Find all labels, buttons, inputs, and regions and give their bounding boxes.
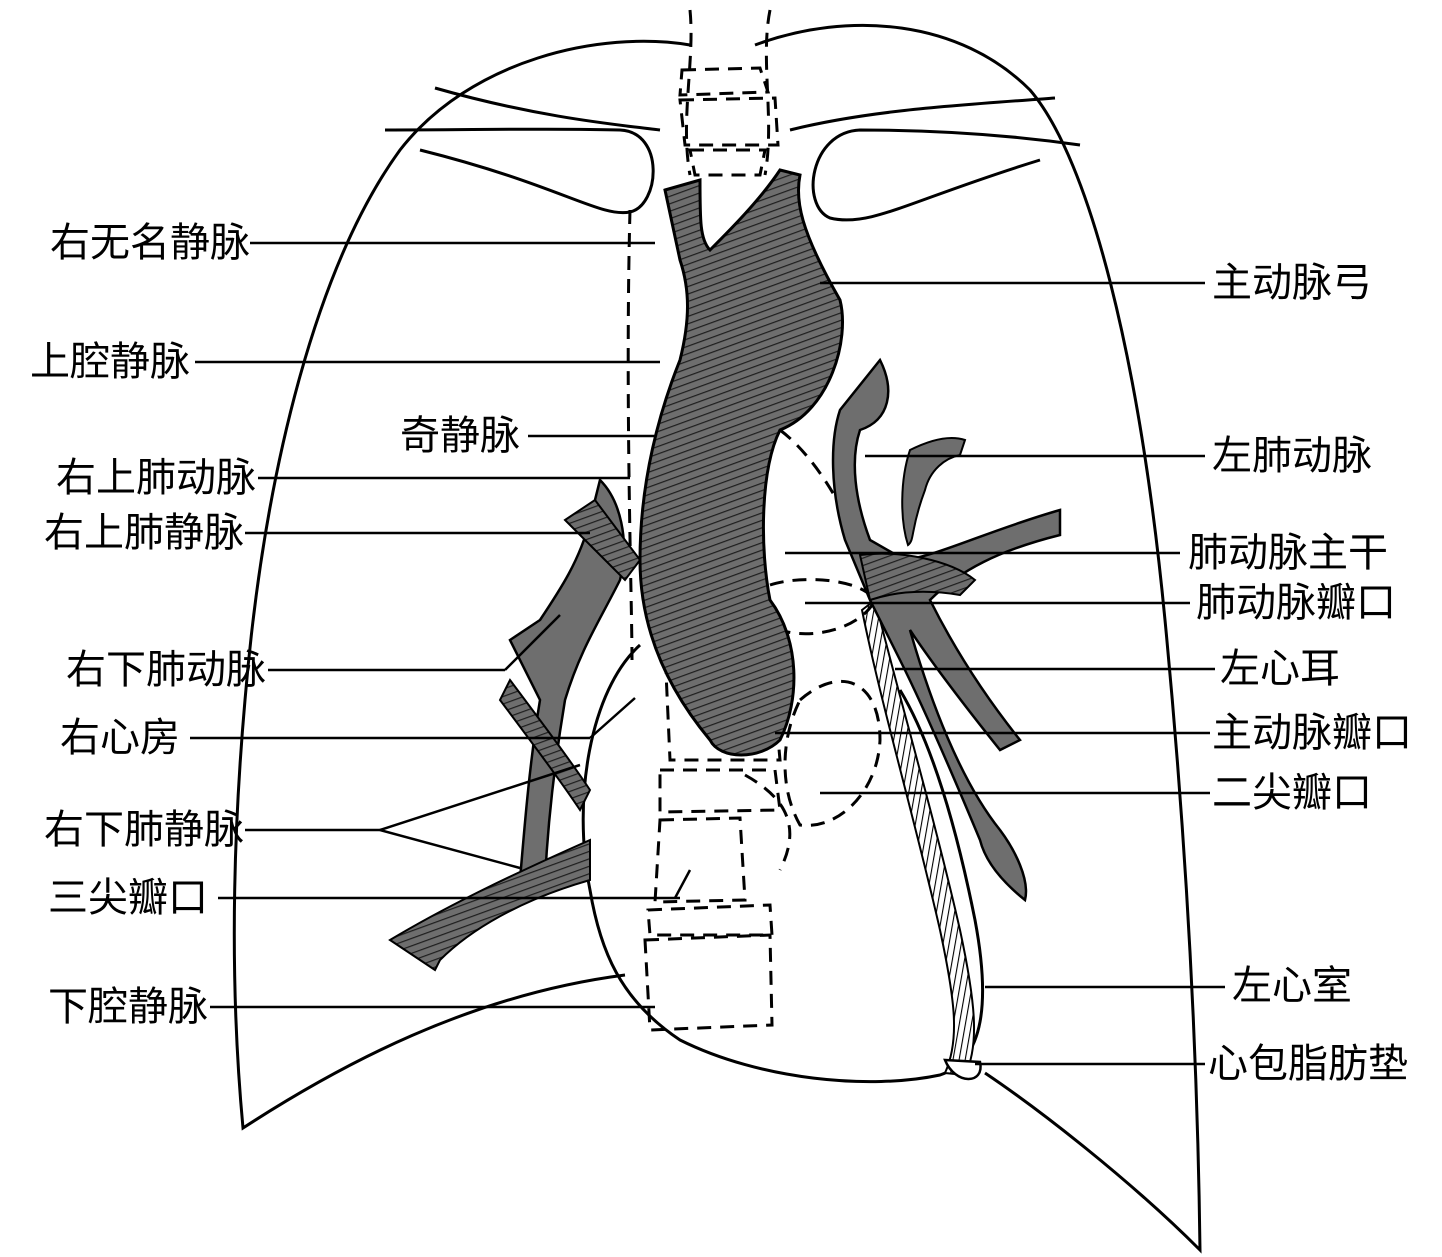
right-pulmonary-artery [508, 477, 626, 882]
label-superior-vena-cava: 上腔静脉 [30, 339, 190, 385]
trachea-dashed [678, 9, 780, 177]
label-right-atrium: 右心房 [60, 715, 180, 761]
label-pulmonary-trunk: 肺动脉主干 [1188, 530, 1388, 576]
label-aortic-arch: 主动脉弓 [1212, 260, 1372, 306]
leader-lines-left [190, 241, 692, 1009]
label-aortic-valve: 主动脉瓣口 [1212, 710, 1412, 756]
right-lung-outline [232, 39, 691, 1131]
label-mitral-valve: 二尖瓣口 [1212, 770, 1372, 816]
leader-lines-right [775, 281, 1225, 1066]
label-right-lower-pulmonary-artery: 右下肺动脉 [66, 647, 266, 693]
label-right-lower-pulmonary-vein: 右下肺静脉 [44, 807, 244, 853]
label-left-auricle: 左心耳 [1220, 646, 1340, 692]
label-right-upper-pulmonary-vein: 右上肺静脉 [44, 510, 244, 556]
label-pericardial-fat-pad: 心包脂肪垫 [1208, 1041, 1408, 1087]
aorta-and-svc [638, 168, 844, 757]
label-right-upper-pulmonary-artery: 右上肺动脉 [56, 455, 256, 501]
label-left-ventricle: 左心室 [1232, 963, 1352, 1009]
label-pulmonary-valve: 肺动脉瓣口 [1196, 580, 1396, 626]
label-left-pulmonary-artery: 左肺动脉 [1212, 433, 1372, 479]
label-tricuspid-valve: 三尖瓣口 [48, 875, 208, 921]
label-right-brachiocephalic-vein: 右无名静脉 [50, 220, 250, 266]
pulmonary-trunk-shape [858, 552, 977, 602]
right-first-rib [384, 86, 661, 215]
left-lung-outline [754, 23, 1202, 1254]
left-first-rib [789, 96, 1081, 222]
label-inferior-vena-cava: 下腔静脉 [48, 984, 208, 1030]
heart-outline [581, 643, 985, 1084]
pericardial-fat-pad-shape [943, 1058, 982, 1081]
right-lower-pulmonary-vein-shape [388, 678, 592, 972]
left-pulmonary-artery-branch [901, 437, 967, 547]
right-upper-pulmonary-vein-shape [563, 498, 642, 582]
label-azygos-vein: 奇静脉 [400, 413, 520, 459]
